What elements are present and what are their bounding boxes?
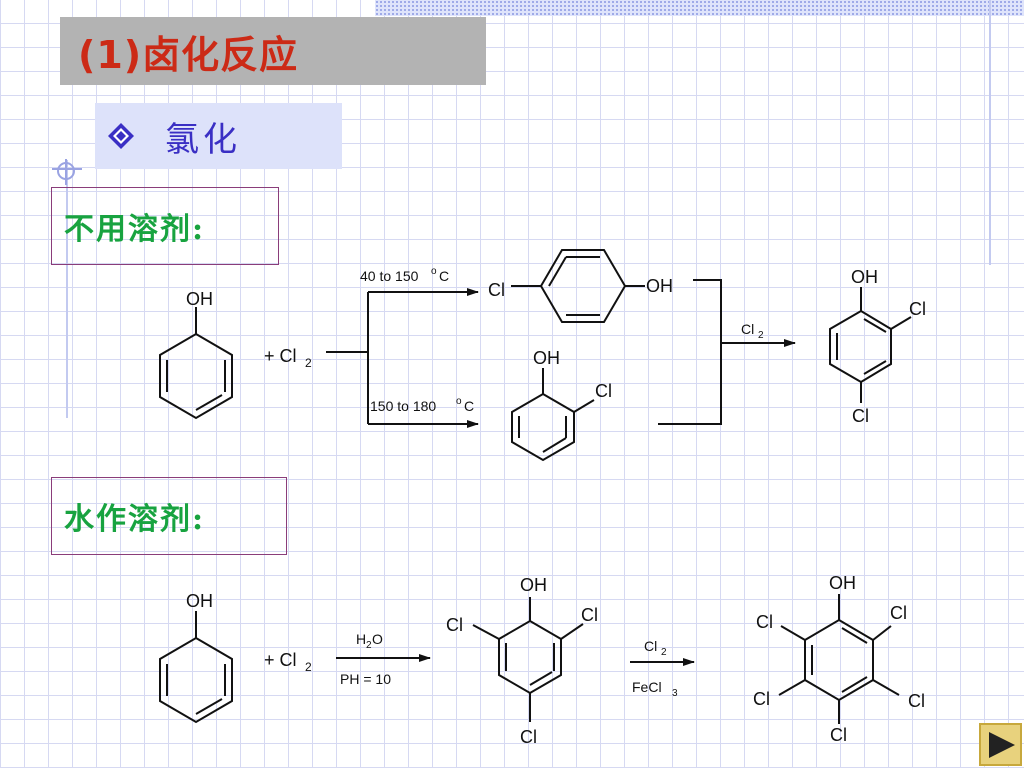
water-solvent-label: 水作溶剂: <box>64 502 206 537</box>
top-decorative-strip <box>375 0 1024 16</box>
subtitle: 氯化 <box>165 119 241 160</box>
play-next-icon <box>988 731 1015 758</box>
reagent2-fecl3: FeCl <box>632 679 662 695</box>
ortho-chlorophenol-structure <box>511 368 595 462</box>
para-cl: Cl <box>488 280 505 300</box>
dichloro-oh: OH <box>851 267 878 287</box>
tri-cl-right: Cl <box>581 605 598 625</box>
tri-cl-left: Cl <box>446 615 463 635</box>
diamond-bullet-icon <box>107 122 135 150</box>
dichlorophenol-structure <box>829 287 912 403</box>
no-solvent-label-box: 不用溶剂: <box>51 187 279 265</box>
tri-cl-bottom: Cl <box>520 727 537 747</box>
penta-cl-bottom: Cl <box>830 725 847 745</box>
no-solvent-label: 不用溶剂: <box>64 212 206 247</box>
dichloro-cl-4: Cl <box>852 406 869 426</box>
tri-oh: OH <box>520 575 547 595</box>
reagent-cl2: Cl <box>741 321 754 337</box>
reagent-cl2-sub: 2 <box>758 330 764 341</box>
plus-cl2-1: + Cl <box>264 346 297 366</box>
crosshair-ornament-icon <box>52 159 82 185</box>
phenol-structure-1 <box>159 307 233 420</box>
plus-cl2-1-sub: 2 <box>305 356 312 370</box>
condition-top-1-sup: o <box>431 266 437 277</box>
condition-bottom-1: 150 to 180 <box>370 398 436 414</box>
trichlorophenol-structure <box>472 597 584 722</box>
next-slide-button[interactable] <box>979 723 1022 766</box>
para-chlorophenol-structure <box>511 249 645 323</box>
title-banner: (1)卤化反应 <box>60 17 486 85</box>
left-decorative-line <box>66 160 68 418</box>
condition-bottom-1-sup: o <box>456 396 462 407</box>
plus-cl2-2: + Cl <box>264 650 297 670</box>
para-oh: OH <box>646 276 673 296</box>
reagent2-cl2-sub: 2 <box>661 647 667 658</box>
penta-cl-lower-right: Cl <box>908 691 925 711</box>
plus-cl2-2-sub: 2 <box>305 660 312 674</box>
dichloro-cl-2: Cl <box>909 299 926 319</box>
cond-h2o-o: O <box>372 631 383 647</box>
ortho-cl: Cl <box>595 381 612 401</box>
cond-ph: PH = 10 <box>340 671 391 687</box>
phenol-structure-2 <box>159 611 233 724</box>
penta-cl-lower-left: Cl <box>753 689 770 709</box>
phenol2-oh: OH <box>186 591 213 611</box>
cond-h2o-sub: 2 <box>366 640 372 651</box>
phenol1-oh: OH <box>186 289 213 309</box>
reagent2-cl2: Cl <box>644 638 657 654</box>
condition-bottom-1-c: C <box>464 398 474 414</box>
penta-oh: OH <box>829 573 856 593</box>
subtitle-banner: 氯化 <box>95 103 342 169</box>
reagent2-fecl3-sub: 3 <box>672 688 678 699</box>
page-title: (1)卤化反应 <box>78 32 299 77</box>
cond-h2o-h: H <box>356 631 366 647</box>
penta-cl-upper-left: Cl <box>756 612 773 632</box>
pentachlorophenol-structure <box>778 594 900 724</box>
water-solvent-label-box: 水作溶剂: <box>51 477 287 555</box>
condition-top-1: 40 to 150 <box>360 268 419 284</box>
combine-bracket <box>658 279 722 425</box>
penta-cl-upper-right: Cl <box>890 603 907 623</box>
right-decorative-line <box>989 0 991 265</box>
ortho-oh: OH <box>533 348 560 368</box>
condition-top-1-c: C <box>439 268 449 284</box>
